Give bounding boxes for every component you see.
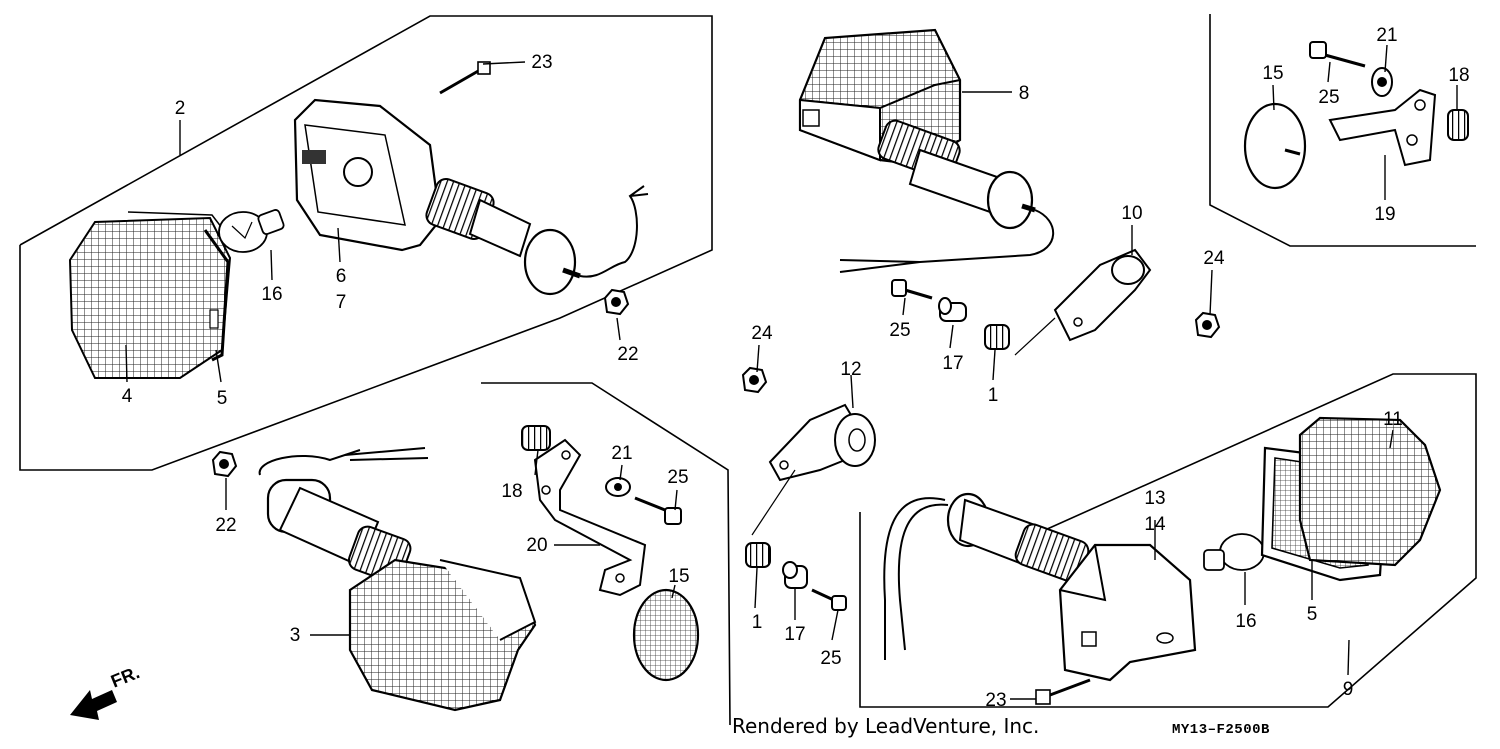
nut-24: [741, 311, 1221, 394]
callout-1: 1: [988, 385, 999, 406]
callout-21: 21: [611, 443, 632, 464]
group-frame-top-right: [1209, 14, 1476, 247]
callout-18: 18: [1448, 65, 1469, 86]
callout-15: 15: [1262, 63, 1283, 84]
diagram-code: MY13–F2500B: [1172, 722, 1270, 738]
callout-18: 18: [501, 481, 522, 502]
stay-12: [751, 403, 876, 536]
bracket-20: [533, 438, 647, 597]
screw-23-rear: [1035, 678, 1091, 705]
winker-front-left-6-7: [293, 98, 649, 296]
callout-5: 5: [1307, 604, 1318, 625]
callout-22: 22: [215, 515, 236, 536]
callout-7: 7: [336, 292, 347, 313]
collar-17: [782, 297, 967, 589]
callout-23: 23: [531, 52, 552, 73]
callout-15: 15: [668, 566, 689, 587]
callout-25: 25: [1318, 87, 1339, 108]
callout-17: 17: [942, 353, 963, 374]
callout-16: 16: [261, 284, 282, 305]
callout-10: 10: [1121, 203, 1142, 224]
callout-labels: 2 23 16 6 7 4 5 22 22 18 21 25 20 15 3 8…: [122, 25, 1470, 711]
callout-3: 3: [290, 625, 301, 646]
callout-11: 11: [1383, 409, 1403, 430]
group-frame-front-left: [19, 15, 713, 471]
callout-22: 22: [617, 344, 638, 365]
callout-2: 2: [175, 98, 186, 119]
lens-4: [68, 211, 232, 379]
winker-front-right-3: [258, 447, 537, 712]
bracket-19: [1328, 88, 1437, 167]
group-frame-middle: [481, 382, 731, 726]
callout-8: 8: [1019, 83, 1030, 104]
screw-23: [439, 61, 491, 95]
group-frame-rear-right: [859, 373, 1477, 708]
callout-16: 16: [1235, 611, 1256, 632]
callout-24: 24: [1203, 248, 1225, 269]
callout-14: 14: [1144, 514, 1166, 535]
bulb-16-rear: [1203, 533, 1265, 571]
rubber-1: [745, 324, 1010, 568]
callout-1: 1: [752, 612, 763, 633]
callout-25: 25: [820, 648, 841, 669]
winker-rear-8: [798, 28, 1055, 273]
callout-25: 25: [667, 467, 688, 488]
bulb-16: [218, 209, 285, 253]
credit-text: Rendered by LeadVenture, Inc.: [732, 714, 1040, 738]
reflector-15: [632, 102, 1307, 682]
callout-24: 24: [751, 323, 773, 344]
leader-lines: [125, 44, 1458, 700]
callout-13: 13: [1144, 488, 1165, 509]
callout-5: 5: [217, 388, 228, 409]
callout-23: 23: [985, 690, 1006, 711]
callout-19: 19: [1374, 204, 1395, 225]
callout-9: 9: [1343, 679, 1354, 700]
winker-rear-13-14: [883, 492, 1197, 682]
callout-25: 25: [889, 320, 910, 341]
callout-17: 17: [784, 624, 805, 645]
nut-18: [521, 109, 1469, 451]
lens-11: [1298, 416, 1442, 567]
callout-12: 12: [840, 359, 861, 380]
front-direction-arrow: [70, 690, 117, 720]
callout-20: 20: [526, 535, 547, 556]
stay-10: [1014, 248, 1152, 356]
callout-4: 4: [122, 386, 133, 407]
nut-22: [211, 288, 630, 478]
bolt-25: [634, 41, 1366, 611]
callout-21: 21: [1376, 25, 1397, 46]
washer-21: [605, 67, 1393, 497]
callout-6: 6: [336, 266, 347, 287]
